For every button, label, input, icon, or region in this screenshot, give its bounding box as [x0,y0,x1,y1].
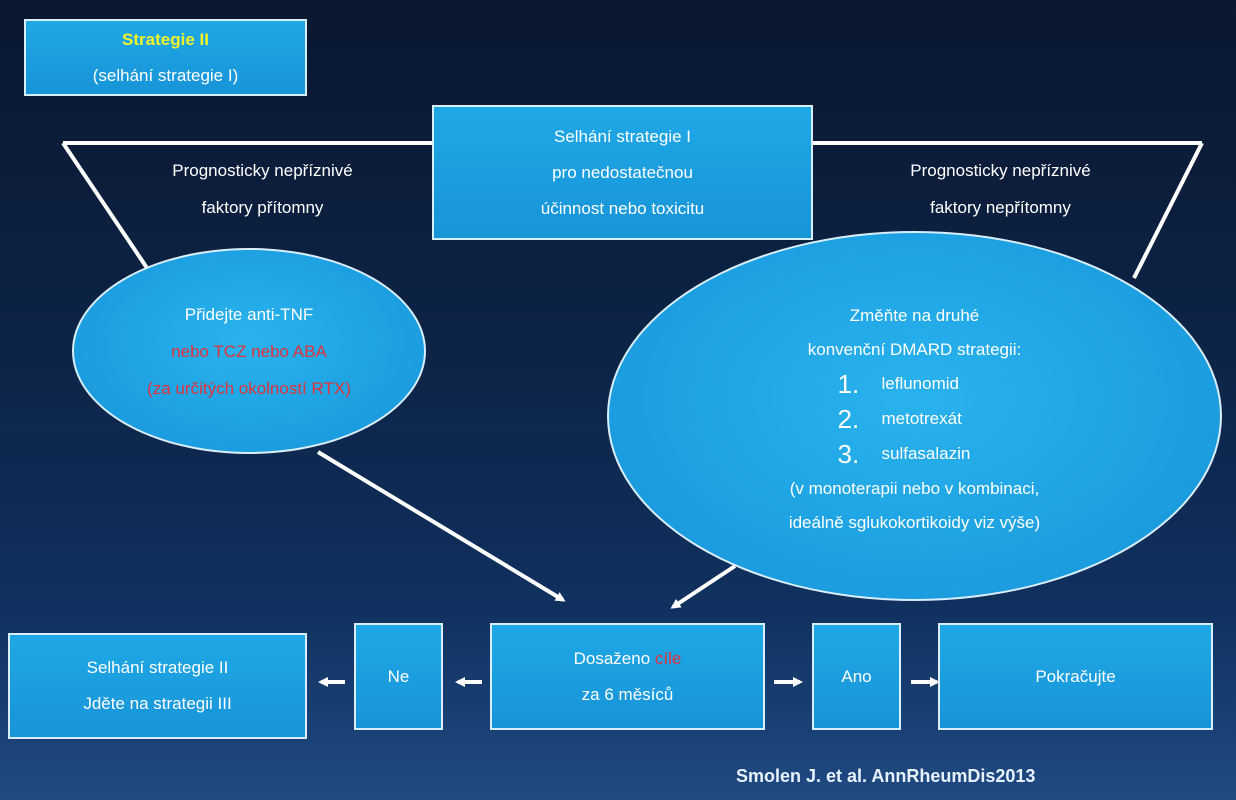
dmard-item-text: metotrexát [881,409,962,428]
target-line-1: Dosaženo cíle [574,641,682,677]
failure-line-3: účinnost nebo toxicitu [540,198,705,218]
yes-label: Ano [841,666,872,686]
fail2-line-2: Jděte na strategii III [83,694,232,713]
left-ellipse-line-1: Přidejte anti-TNF [184,304,314,324]
failure-line-1: Selhání strategie I [553,126,692,146]
dmard-item-text: leflunomid [881,374,960,393]
right-ellipse-note-1: (v monoterapii nebo v kombinaci, [789,478,1040,498]
right-branch-label: Prognosticky nepříznivé faktory nepřítom… [888,152,1113,226]
target-highlight: cíle [654,648,682,668]
strategy-failure-box: Selhání strategie I pro nedostatečnou úč… [432,105,813,240]
dmard-item-number: 3. [837,438,860,469]
no-box: Ne [354,623,443,730]
dmard-item-number: 1. [837,368,860,399]
fail2-line-1: Selhání strategie II [86,658,229,677]
yes-box: Ano [812,623,901,730]
strategy-subtitle: (selhání strategie I) [92,65,239,85]
strategy-ii-failure-box: Selhání strategie II Jděte na strategii … [8,633,307,739]
left-branch-label: Prognosticky nepříznivé faktory přítomny [150,152,375,226]
strategy-title: Strategie II [122,29,209,49]
right-diagonal-line [1132,142,1204,279]
no-label: Ne [387,666,410,686]
right-branch-line-1: Prognosticky nepříznivé [910,161,1091,180]
continue-box: Pokračujte [938,623,1213,730]
right-ellipse-arrow [670,564,737,609]
left-diagonal-line [61,141,149,270]
dmard-list-item: 1. leflunomid [838,367,992,402]
right-branch-line-2: faktory nepřítomny [930,198,1071,217]
dmard-item-number: 2. [837,403,860,434]
left-ellipse-line-3: (za určitých okolností RTX) [147,378,351,398]
right-ellipse-note-2: ideálně sglukokortikoidy viz výše) [788,512,1041,532]
change-dmard-ellipse: Změňte na druhé konvenční DMARD strategi… [607,231,1222,601]
left-branch-line-2: faktory přítomny [201,198,324,217]
right-ellipse-line-1: Změňte na druhé [849,305,980,325]
left-branch-line-1: Prognosticky nepříznivé [172,161,353,180]
target-prefix: Dosaženo [573,648,655,668]
add-biologic-ellipse: Přidejte anti-TNF nebo TCZ nebo ABA (za … [72,248,426,454]
right-ellipse-line-2: konvenční DMARD strategii: [807,339,1022,359]
dmard-list-item: 3. sulfasalazin [838,437,992,472]
failure-line-2: pro nedostatečnou [552,162,693,182]
target-line-2: za 6 měsíců [581,684,674,704]
target-reached-box: Dosaženo cíle za 6 měsíců [490,623,765,730]
left-ellipse-line-2: nebo TCZ nebo ABA [171,341,327,361]
citation: Smolen J. et al. AnnRheumDis2013 [736,766,1036,786]
continue-label: Pokračujte [1035,666,1116,686]
dmard-item-text: sulfasalazin [881,444,971,463]
left-ellipse-arrow [316,450,566,602]
dmard-list-item: 2. metotrexát [838,402,992,437]
strategy-title-box: Strategie II (selhání strategie I) [24,19,307,96]
